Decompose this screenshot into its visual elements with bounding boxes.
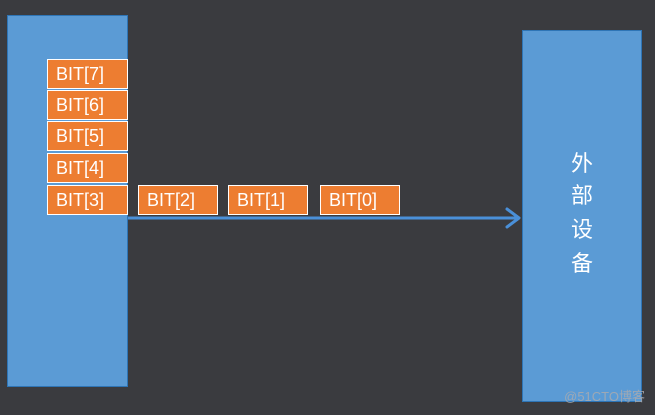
device-label-char-1: 外 [570, 152, 593, 177]
bit-1: BIT[1] [228, 185, 308, 215]
bit-2: BIT[2] [138, 185, 218, 215]
bit-3: BIT[3] [47, 185, 128, 215]
bit-0: BIT[0] [320, 185, 400, 215]
arrow-head [505, 207, 521, 229]
device-label-char-4: 备 [570, 252, 593, 277]
external-device-block [522, 30, 642, 402]
bit-6: BIT[6] [47, 90, 128, 120]
device-label-char-3: 设 [570, 218, 593, 243]
bit-4: BIT[4] [47, 153, 128, 183]
watermark: @51CTO博客 [564, 389, 645, 404]
device-label-char-2: 部 [570, 184, 593, 209]
bit-7: BIT[7] [47, 59, 128, 89]
bit-5: BIT[5] [47, 121, 128, 151]
